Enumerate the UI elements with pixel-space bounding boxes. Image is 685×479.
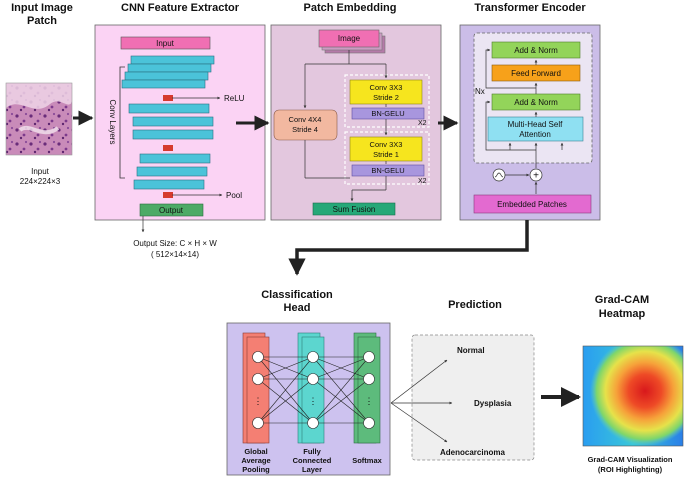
cnn-title: CNN Feature Extractor — [121, 2, 240, 14]
output-size-line1: Output Size: C × H × W — [133, 239, 217, 248]
prediction-dysplasia: Dysplasia — [474, 399, 512, 408]
conv3x3-stride1-box — [349, 136, 423, 162]
cnn-output-box — [139, 203, 204, 217]
relu-block-2 — [163, 145, 173, 151]
softmax-ellipsis: ⋮ — [365, 396, 374, 406]
conv-layers-label: Conv Layers — [108, 100, 117, 145]
relu-label: ReLU — [224, 94, 245, 103]
arrow-down-icon — [288, 220, 529, 276]
output-size-line2: ( 512×14×14) — [151, 250, 199, 259]
input-label: Input — [31, 167, 50, 176]
patch-title: Patch Embedding — [304, 2, 397, 14]
prediction-panel — [411, 334, 535, 461]
relu-block — [163, 95, 173, 101]
cls-title-line2: Head — [284, 302, 311, 314]
conv4x4-box — [273, 109, 338, 141]
bn-gelu-b-box — [351, 164, 425, 177]
input-title-line2: Patch — [27, 15, 57, 27]
cnn-input-box — [120, 36, 211, 50]
transformer-title: Transformer Encoder — [474, 2, 586, 14]
prediction-arrows — [390, 359, 453, 443]
cnn-layer-stack-3 — [133, 153, 211, 190]
conv3x3a-line1: Conv 3X3 — [370, 83, 403, 92]
nx-label: Nx — [475, 87, 485, 96]
conv3x3b-line1: Conv 3X3 — [370, 140, 403, 149]
patch-image-box — [318, 29, 386, 54]
conv3x3-stride2-box — [349, 79, 423, 105]
feed-forward-label: Feed Forward — [511, 69, 561, 78]
mhsa-line2: Attention — [519, 130, 551, 139]
gradcam-heatmap — [582, 345, 684, 447]
gradcam-title-line2: Heatmap — [599, 308, 646, 320]
cnn-layer-stack-1 — [121, 55, 215, 89]
bn-gelu-b-label: BN-GELU — [371, 166, 404, 175]
embedded-patches-label: Embedded Patches — [497, 200, 567, 209]
nn-connections — [257, 356, 370, 424]
pool-label: Pool — [226, 191, 242, 200]
fc-label-line1: Fully — [303, 447, 321, 456]
add-norm-bottom-label: Add & Norm — [514, 98, 558, 107]
sum-fusion-label: Sum Fusion — [333, 205, 376, 214]
plus-label: + — [533, 171, 539, 182]
prediction-title: Prediction — [448, 299, 502, 311]
gradcam-caption-line2: (ROI Highlighting) — [598, 465, 663, 474]
fc-label-line3: Layer — [302, 465, 322, 474]
input-size: 224×224×3 — [20, 177, 61, 186]
conv4x4-line2: Stride 4 — [292, 125, 318, 134]
mhsa-line1: Multi-Head Self — [508, 120, 563, 129]
bn-gelu-a-label: BN-GELU — [371, 109, 404, 118]
embedded-patches-box — [473, 194, 592, 214]
pooling-ellipsis: ⋮ — [254, 396, 263, 406]
fc-label-line2: Connected — [293, 456, 332, 465]
gradcam-title-line1: Grad-CAM — [595, 294, 649, 306]
softmax-label: Softmax — [352, 456, 382, 465]
x2-b-label: X2 — [418, 178, 427, 185]
conv4x4-line1: Conv 4X4 — [289, 115, 322, 124]
gradcam-caption-line1: Grad-CAM Visualization — [588, 455, 673, 464]
activation-icon — [492, 168, 506, 182]
fc-ellipsis: ⋮ — [309, 396, 318, 406]
cnn-input-label: Input — [156, 39, 175, 48]
input-title-line1: Input Image — [11, 2, 73, 14]
conv3x3a-line2: Stride 2 — [373, 93, 399, 102]
cls-title-line1: Classification — [261, 289, 333, 301]
conv3x3b-line2: Stride 1 — [373, 150, 399, 159]
mhsa-box — [487, 116, 584, 142]
conv-group-a — [344, 74, 430, 128]
pooling-label-line1: Global — [244, 447, 267, 456]
x2-a-label: X2 — [418, 120, 427, 127]
pooling-label-line3: Pooling — [242, 465, 270, 474]
bn-gelu-a-box — [351, 107, 425, 120]
cnn-output-label: Output — [159, 206, 184, 215]
prediction-adenocarcinoma: Adenocarcinoma — [440, 448, 505, 457]
add-norm-top-label: Add & Norm — [514, 46, 558, 55]
pooling-label-line2: Average — [241, 456, 270, 465]
nn-nodes — [252, 351, 375, 429]
plus-circle-icon: + — [529, 168, 543, 182]
pool-block — [163, 192, 173, 198]
input-image — [5, 82, 73, 156]
conv-layers-bracket — [119, 66, 125, 179]
conv-group-b — [344, 131, 430, 185]
patch-image-label: Image — [338, 34, 361, 43]
cnn-layer-stack-2 — [128, 103, 214, 140]
sum-fusion-box — [312, 202, 396, 216]
prediction-normal: Normal — [457, 346, 485, 355]
add-norm-top-box — [491, 41, 581, 59]
